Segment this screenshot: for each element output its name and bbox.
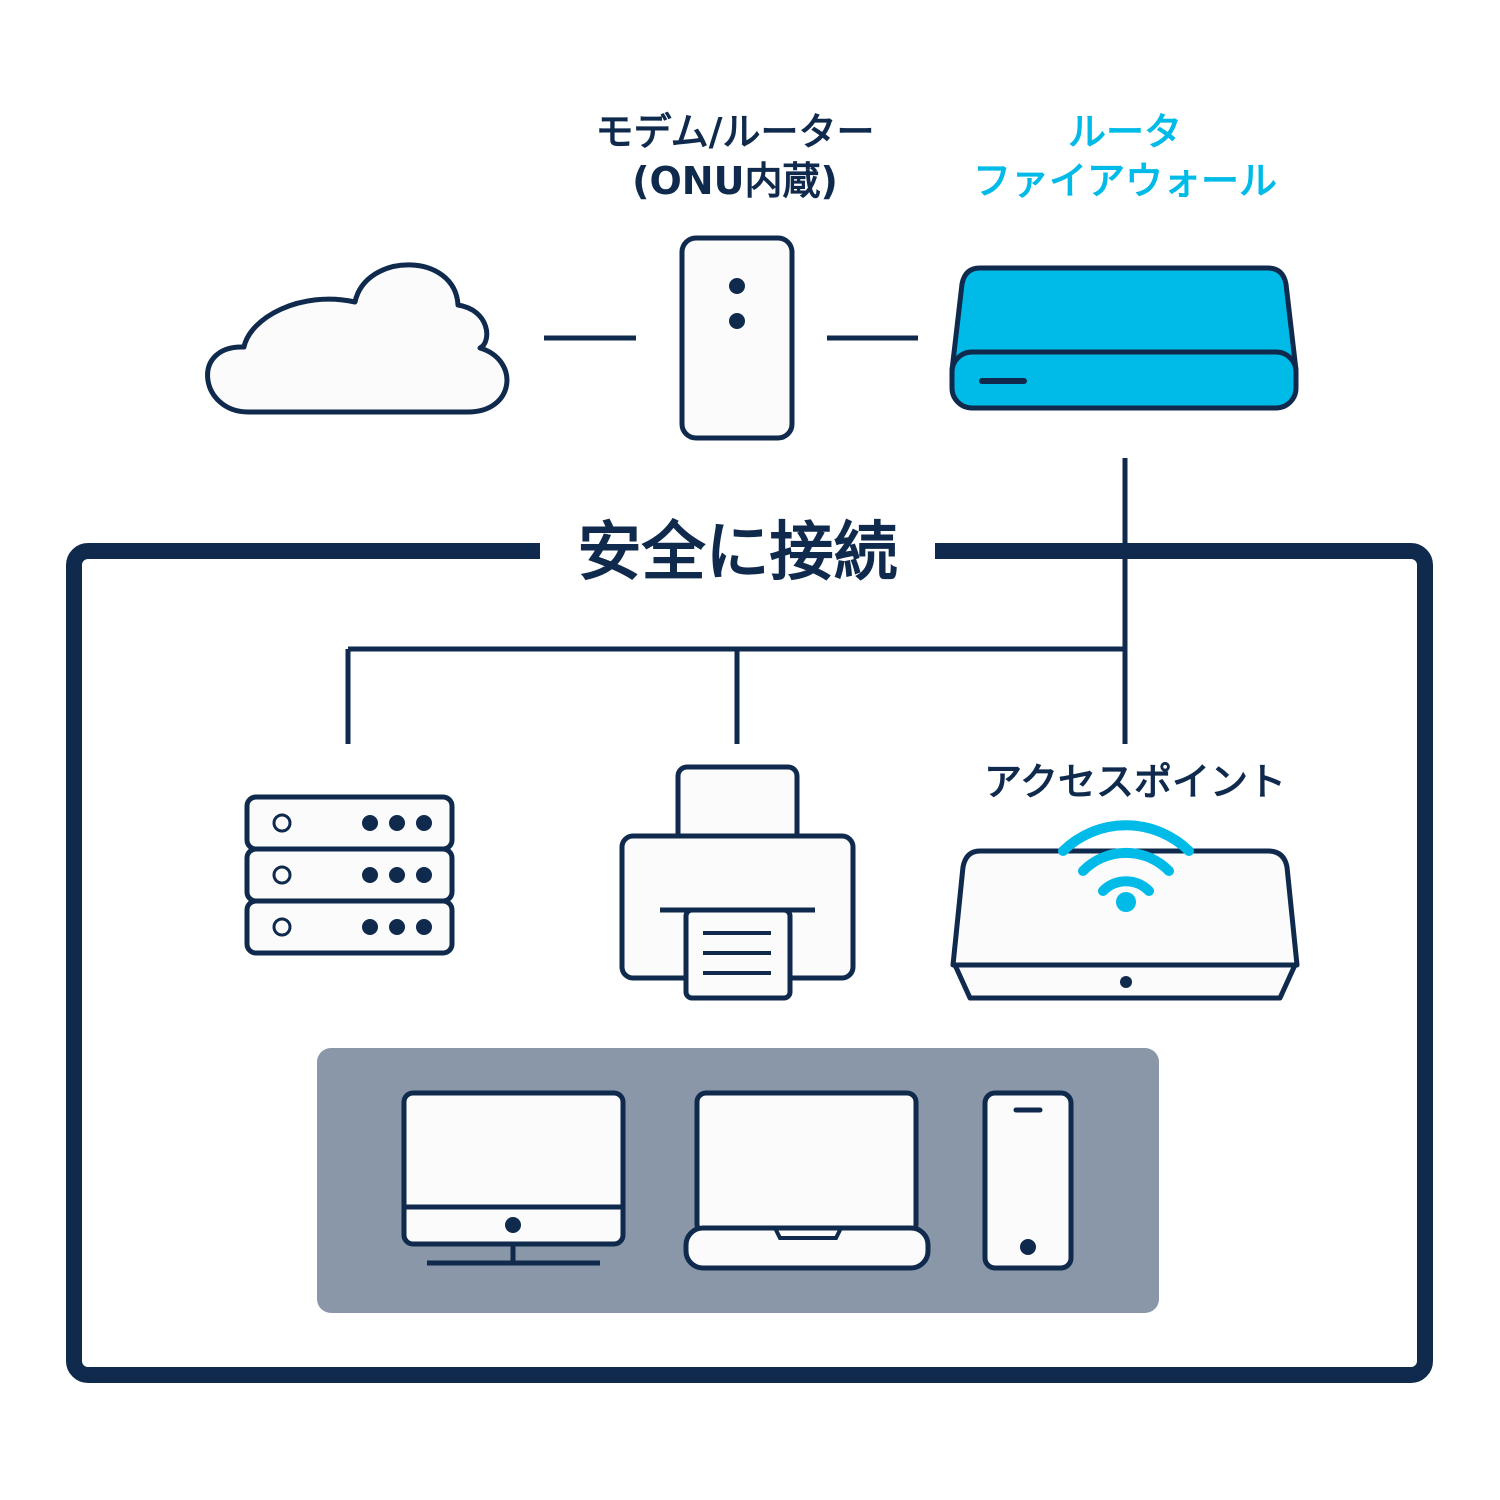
wifi-icon [1058,820,1194,912]
router-label: ルータ ファイアウォール [940,108,1310,207]
server-rack-icon [244,794,455,956]
router-firewall-icon [949,265,1299,411]
access-point-label: アクセスポイント [983,760,1287,804]
desktop-monitor-icon [401,1090,626,1266]
printer-icon [619,764,856,1001]
access-point-icon [950,848,1300,1001]
modem-label: モデム/ルーター (ONU内蔵) [560,108,910,207]
secure-zone-title: 安全に接続 [540,508,935,598]
modem-label-line1: モデム/ルーター [595,110,875,154]
modem-label-line2: (ONU内蔵) [632,159,838,204]
router-label-line2: ファイアウォール [972,159,1277,204]
smartphone-icon [982,1090,1074,1271]
modem-icon [679,235,795,441]
connection-lines [345,335,1128,744]
laptop-icon [683,1090,931,1271]
cloud-icon [205,262,510,415]
router-label-line1: ルータ [1067,110,1182,154]
